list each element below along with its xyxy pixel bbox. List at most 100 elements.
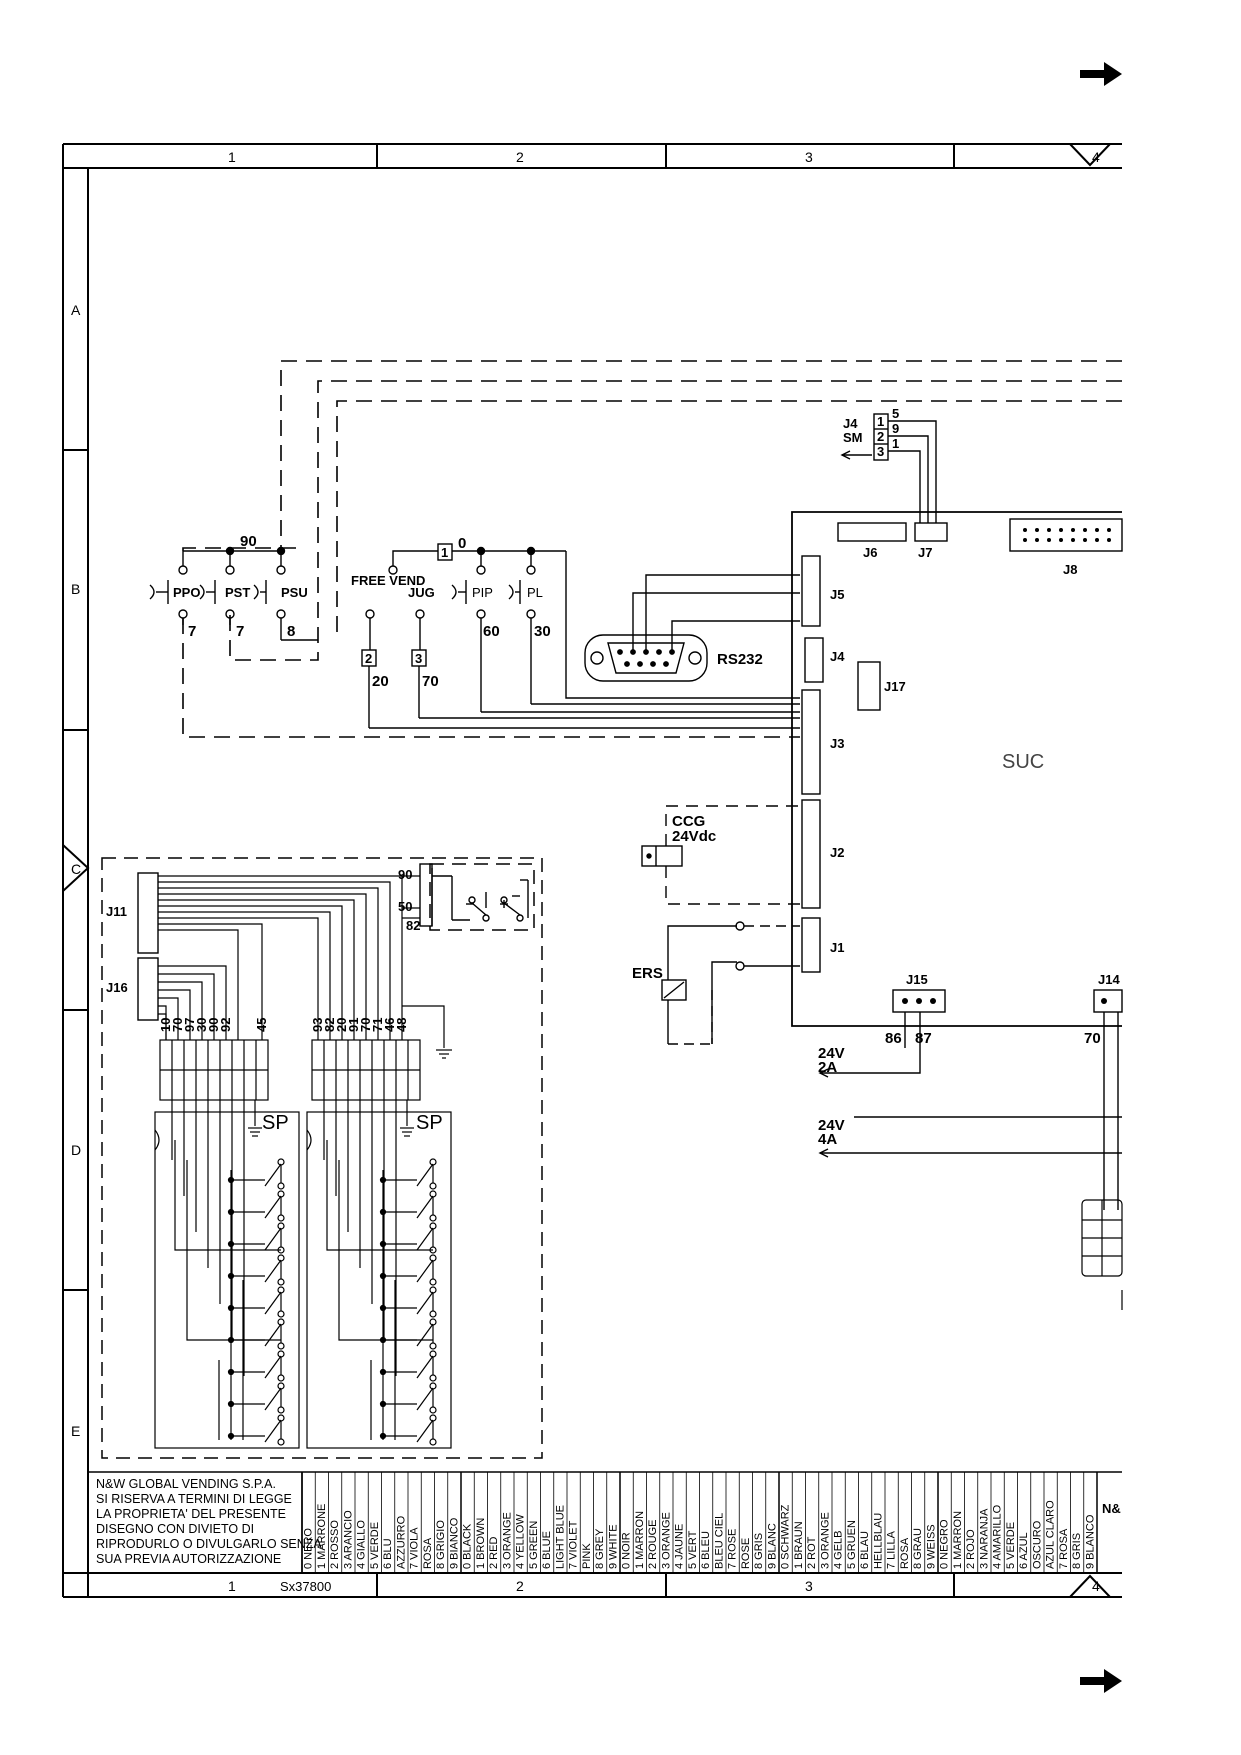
bus-wire bbox=[158, 929, 239, 1040]
bus2-wire-label: 91 bbox=[346, 1018, 361, 1032]
drawing-code: Sx37800 bbox=[280, 1579, 331, 1594]
j11-label: J11 bbox=[106, 904, 127, 919]
bus2-wire-label: 46 bbox=[382, 1018, 397, 1032]
bus-wire bbox=[158, 893, 367, 1040]
bus1-wire-label: 45 bbox=[254, 1018, 269, 1032]
button-labels: PPO PST PSU 90 7 7 8 bbox=[173, 533, 308, 640]
row-label-b: B bbox=[71, 581, 80, 597]
logo-cut: N& bbox=[1102, 1501, 1121, 1516]
color-col-text: 6 BLU bbox=[382, 1538, 394, 1569]
psu-label: PSU bbox=[281, 585, 308, 600]
j11-j16-labels: J11 J16 90 50 82 bbox=[106, 867, 420, 995]
bus-wire bbox=[158, 973, 215, 1040]
color-col-text: PINK bbox=[581, 1543, 593, 1569]
color-col-text: 6 BLEU bbox=[700, 1531, 712, 1569]
selection-switches bbox=[361, 543, 800, 729]
j15-label: J15 bbox=[906, 972, 928, 987]
switch-lever bbox=[416, 1227, 434, 1251]
color-col-text: ROSA bbox=[899, 1537, 911, 1569]
wire-70-label: 70 bbox=[422, 673, 439, 690]
switch-contact bbox=[277, 1278, 285, 1286]
button-group bbox=[149, 546, 318, 641]
color-col-text: 7 ROSA bbox=[1058, 1528, 1070, 1569]
bus-wire bbox=[158, 881, 391, 1040]
notice-3: DISEGNO CON DIVIETO DI bbox=[96, 1522, 254, 1536]
color-col-text: 1 BROWN bbox=[475, 1518, 487, 1569]
switch-contact bbox=[429, 1374, 437, 1382]
switch-contact bbox=[429, 1310, 437, 1318]
row-label-a: A bbox=[71, 302, 81, 318]
bus1-wire-label: 92 bbox=[218, 1018, 233, 1032]
bus2-wire-label: 20 bbox=[334, 1018, 349, 1032]
j2-label: J2 bbox=[830, 845, 844, 860]
col-label-4: 4 bbox=[1092, 149, 1100, 165]
notice-2: LA PROPRIETA' DEL PRESENTE bbox=[96, 1507, 286, 1521]
pst-label: PST bbox=[225, 585, 250, 600]
supply-b-amp: 4A bbox=[818, 1131, 837, 1148]
sel-wire-50: 50 bbox=[398, 899, 412, 914]
grid-labels: 1 2 3 4 1 2 3 4 A B C D E Sx37800 bbox=[71, 149, 1100, 1594]
j6-label: J6 bbox=[863, 545, 877, 560]
switch-lever bbox=[416, 1387, 434, 1411]
color-col-text: 8 GRIGIO bbox=[435, 1520, 447, 1569]
wire-90-label: 90 bbox=[240, 533, 257, 550]
j4-sm-labels: J4 SM 1 2 3 5 9 1 bbox=[843, 406, 899, 459]
color-col-text: 3 ORANGE bbox=[501, 1512, 513, 1569]
ers-label: ERS bbox=[632, 965, 663, 982]
bus2-wire-label: 48 bbox=[394, 1018, 409, 1032]
board-connectors bbox=[801, 518, 1123, 1013]
col-label-3: 3 bbox=[805, 149, 813, 165]
color-col-text: 0 NOIR bbox=[621, 1532, 633, 1569]
color-col-text: 0 SCHWARZ bbox=[780, 1504, 792, 1569]
rs232-connector bbox=[584, 574, 800, 682]
bus1-wire-label: 90 bbox=[206, 1018, 221, 1032]
bus-wire bbox=[158, 997, 179, 1040]
color-col-text: 6 BLUE bbox=[541, 1531, 553, 1569]
next-page-arrow-bottom[interactable] bbox=[1080, 1669, 1122, 1693]
col-label-2-bottom: 2 bbox=[516, 1578, 524, 1594]
col-label-4-bottom: 4 bbox=[1092, 1578, 1100, 1594]
color-col-text: 3 ORANGE bbox=[819, 1512, 831, 1569]
color-col-text: 4 YELLOW bbox=[515, 1514, 527, 1569]
supply-labels: 24V 2A 24V 4A 86 87 70 bbox=[818, 1030, 1101, 1148]
color-col-text: 8 GREY bbox=[594, 1528, 606, 1569]
drawing-frame bbox=[62, 143, 1122, 1598]
switch-contact bbox=[277, 1438, 285, 1446]
switch-lever bbox=[264, 1291, 282, 1315]
bus-wire bbox=[158, 923, 263, 1040]
j4-label: J4 bbox=[830, 649, 845, 664]
sp-panel-notch bbox=[154, 1129, 160, 1151]
switch-contact bbox=[277, 1182, 285, 1190]
color-col-text: 2 ROT bbox=[806, 1536, 818, 1569]
color-col-text: 5 VERT bbox=[687, 1530, 699, 1569]
bus-wire bbox=[158, 905, 343, 1040]
switch-lever bbox=[264, 1323, 282, 1347]
next-page-arrow-top[interactable] bbox=[1080, 62, 1122, 86]
j8-label: J8 bbox=[1063, 562, 1077, 577]
color-col-text: 9 BLANC bbox=[766, 1523, 778, 1569]
color-col-text: ROSE bbox=[740, 1538, 752, 1569]
color-col-text: 0 NEGRO bbox=[939, 1519, 951, 1569]
bus1-wire-label: 97 bbox=[182, 1018, 197, 1032]
wire-60-label: 60 bbox=[483, 623, 500, 640]
free-label: FREE VEND bbox=[351, 573, 425, 588]
ground-wire bbox=[402, 1005, 445, 1048]
notice-1: SI RISERVA A TERMINI DI LEGGE bbox=[96, 1492, 292, 1506]
selection-panel-box bbox=[101, 857, 543, 1459]
switch-lever bbox=[416, 1259, 434, 1283]
j16-label: J16 bbox=[106, 980, 128, 995]
notice-4: RIPRODURLO O DIVULGARLO SENZA bbox=[96, 1537, 322, 1551]
switch-contact bbox=[277, 1374, 285, 1382]
wire-87: 87 bbox=[915, 1030, 932, 1047]
suc-label: SUC bbox=[1002, 751, 1044, 773]
color-col-text: 9 WEISS bbox=[925, 1524, 937, 1569]
sp-panel-notch bbox=[306, 1129, 312, 1151]
color-col-text: 0 BLACK bbox=[462, 1523, 474, 1569]
switch-contact bbox=[429, 1438, 437, 1446]
color-col-text: 2 ROSSO bbox=[329, 1520, 341, 1569]
box-1: 1 bbox=[441, 545, 448, 560]
color-col-text: HELLBLAU bbox=[872, 1513, 884, 1569]
switch-contact bbox=[429, 1278, 437, 1286]
color-col-text: 1 BRAUN bbox=[793, 1521, 805, 1569]
